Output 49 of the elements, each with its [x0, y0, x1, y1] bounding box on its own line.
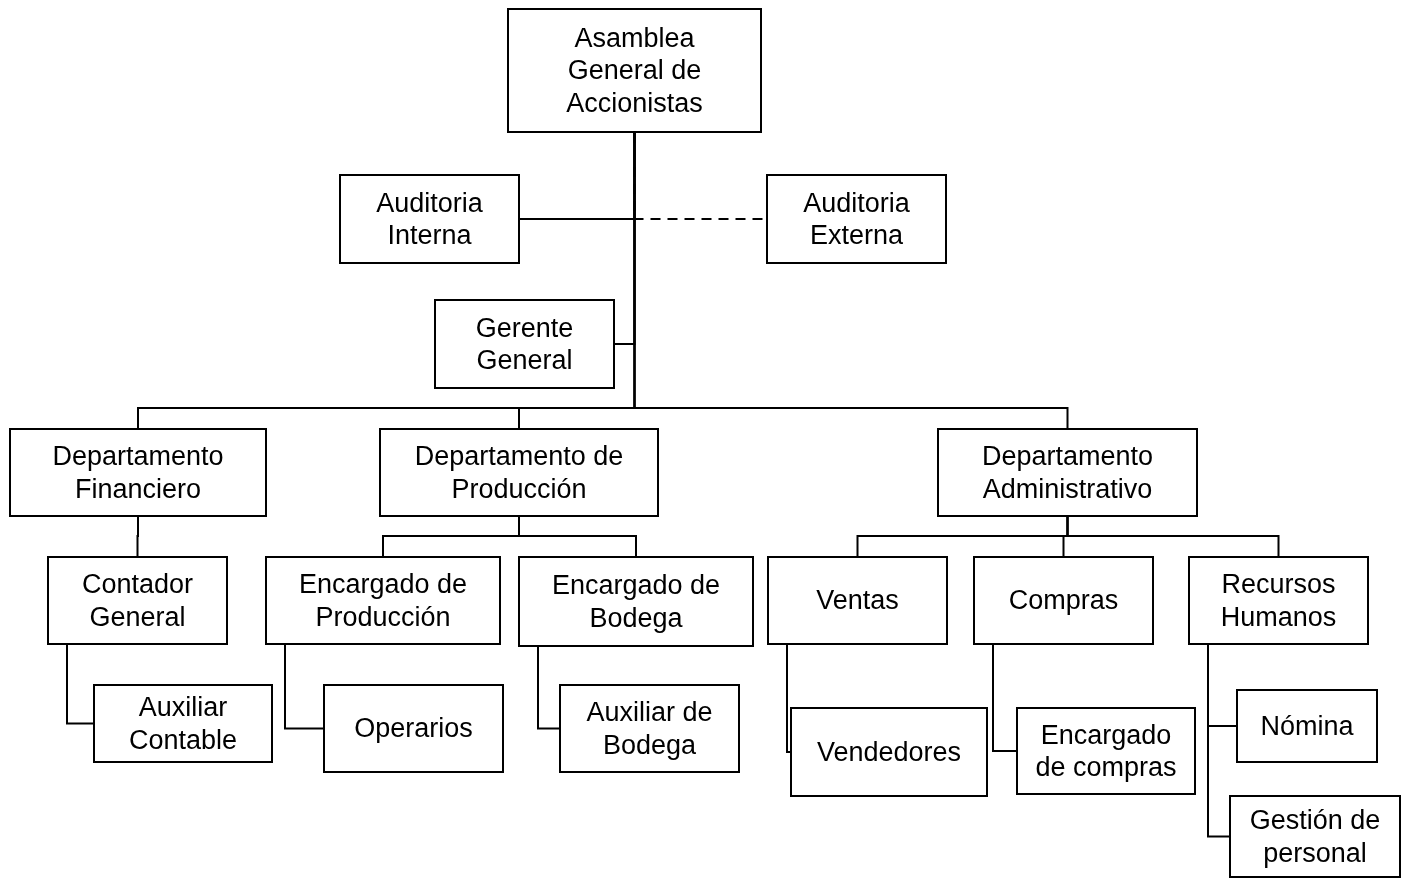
connector-line: [1066, 516, 1280, 557]
box-label: Auxiliar de Bodega: [585, 696, 714, 761]
connector-line: [136, 516, 139, 557]
org-box: [767, 556, 948, 645]
org-box: [1188, 556, 1369, 645]
org-box: [937, 428, 1198, 517]
org-box: [323, 684, 504, 773]
connector-line: [786, 644, 791, 753]
org-box: [559, 684, 740, 773]
connector-line: [992, 644, 1017, 752]
box-label: Operarios: [354, 712, 473, 745]
box-label: Nómina: [1260, 709, 1354, 743]
org-box: [1236, 689, 1378, 763]
connector-line: [537, 646, 560, 730]
connector-line: [518, 516, 637, 557]
connector-line: [284, 644, 324, 730]
connector-line: [66, 644, 94, 725]
box-label: Auditoria Externa: [802, 186, 911, 252]
box-label: Contador General: [80, 568, 195, 633]
box-label: Encargado de Producción: [297, 568, 469, 633]
org-box: [434, 299, 615, 389]
org-box: [766, 174, 947, 264]
box-label: Encargado de Bodega: [550, 569, 722, 634]
org-box: [518, 556, 754, 647]
box-label: Vendedores: [816, 735, 962, 769]
box-label: Departamento de Producción: [413, 440, 625, 505]
box-label: Gerente General: [474, 311, 575, 377]
org-box: [265, 556, 501, 645]
box-label: Encargado de compras: [1034, 718, 1178, 784]
connector-line: [1207, 644, 1230, 838]
org-box: [47, 556, 228, 645]
box-label: Auxiliar Contable: [127, 691, 239, 756]
org-box: [379, 428, 659, 517]
org-box: [1229, 795, 1401, 878]
box-label: Departamento Financiero: [51, 440, 225, 505]
box-label: Departamento Administrativo: [980, 440, 1155, 505]
org-box: [973, 556, 1154, 645]
box-label: Gestión de personal: [1248, 804, 1382, 869]
box-label: Ventas: [816, 584, 899, 617]
box-label: Compras: [1008, 584, 1119, 617]
box-label: Asamblea General de Accionistas: [565, 21, 704, 120]
org-box: [1016, 707, 1196, 795]
org-box: [9, 428, 267, 517]
org-box: [93, 684, 273, 763]
box-label: Recursos Humanos: [1219, 568, 1338, 633]
org-box: [339, 174, 520, 264]
org-box: [790, 707, 988, 797]
box-label: Auditoria Interna: [375, 186, 484, 252]
org-box: [507, 8, 762, 133]
